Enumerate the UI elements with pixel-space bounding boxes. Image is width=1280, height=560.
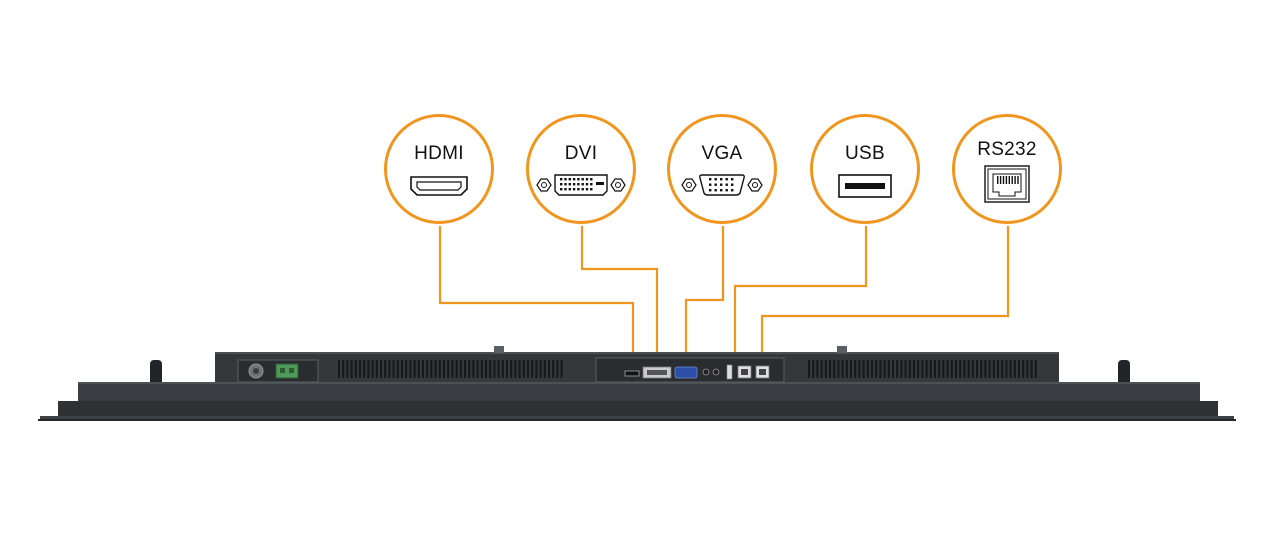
- hdmi-port-icon: [410, 176, 468, 196]
- connector-label: RS232: [977, 139, 1037, 160]
- usb-callout: USB: [810, 114, 920, 224]
- power-module: [237, 359, 319, 383]
- connector-label: USB: [845, 143, 885, 164]
- rs232-callout-line: [760, 226, 1010, 354]
- vga-callout-line: [684, 226, 725, 354]
- dvi-callout: DVI: [526, 114, 636, 224]
- panel-hdmi-port: [624, 370, 640, 377]
- dvi-callout-line: [580, 226, 659, 354]
- power-terminal-icon: [275, 363, 299, 379]
- connector-label: VGA: [701, 143, 743, 164]
- hdmi-callout-line: [438, 226, 635, 354]
- panel-vga-port: [674, 366, 698, 379]
- vga-callout: VGA: [667, 114, 777, 224]
- rs232-callout: RS232: [952, 114, 1062, 224]
- monitor-chassis: [38, 346, 1236, 421]
- hdmi-callout: HDMI: [384, 114, 494, 224]
- connector-label: HDMI: [414, 143, 464, 164]
- connector-label: DVI: [564, 143, 598, 164]
- usb-callout-line: [733, 226, 868, 354]
- dvi-port-icon: [536, 174, 626, 196]
- panel-usb-port: [726, 364, 733, 380]
- usb-port-icon: [838, 174, 892, 198]
- vent-grille-right: [808, 360, 1037, 378]
- vent-grille-left: [338, 360, 563, 378]
- rs232-port-icon: [984, 165, 1030, 203]
- vga-port-icon: [681, 174, 763, 196]
- io-panel: [595, 357, 785, 383]
- callout-lines: [438, 226, 1010, 354]
